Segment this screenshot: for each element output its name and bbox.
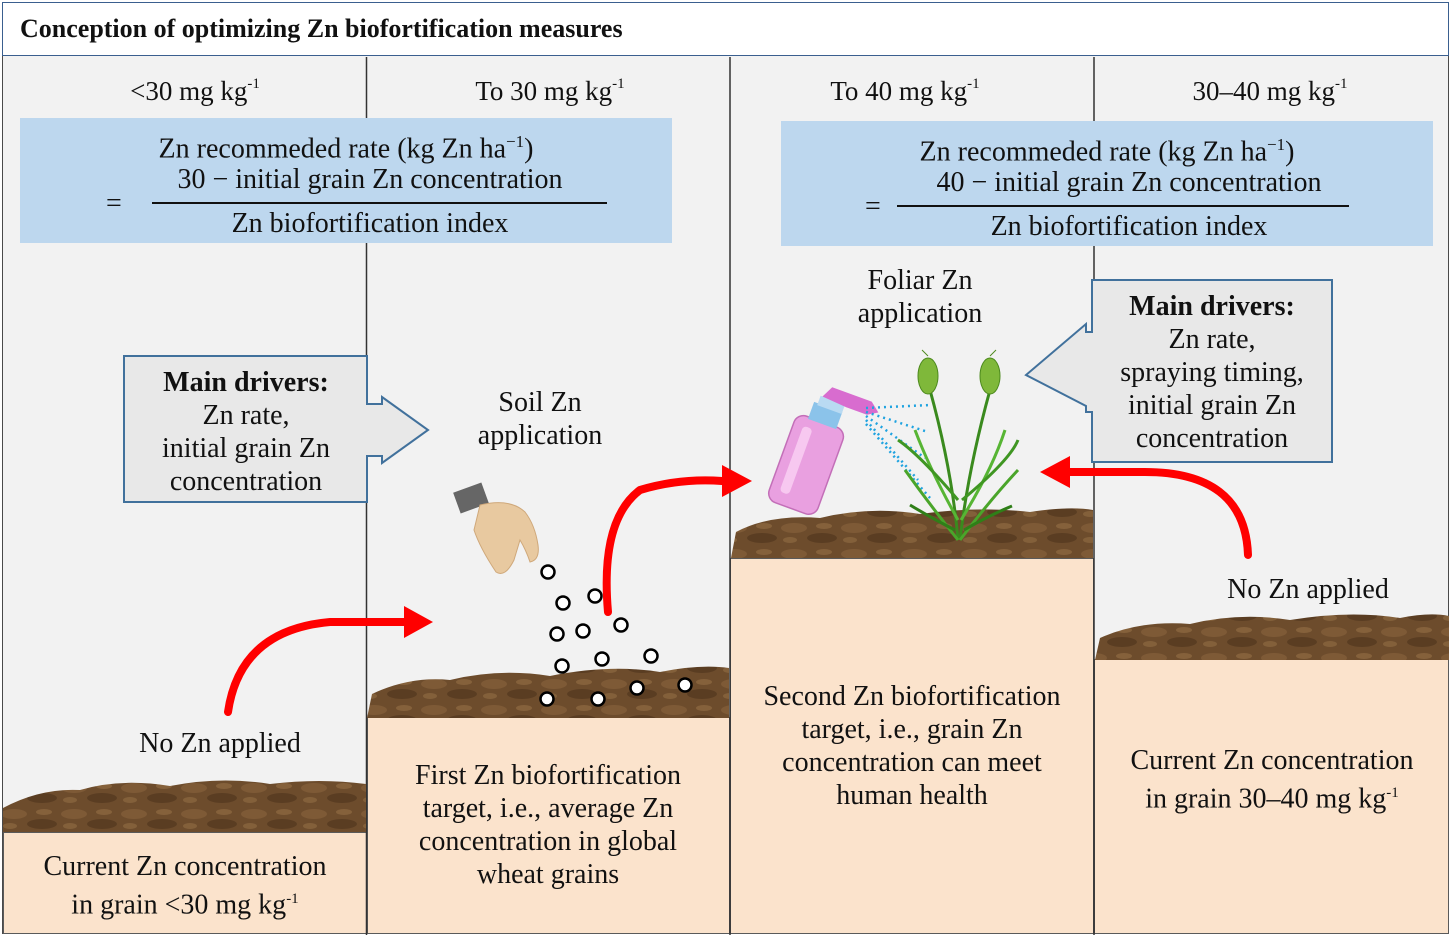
formula-left-line1: Zn recommeded rate (kg Zn ha−1): [158, 132, 534, 165]
drivers-right-text: Main drivers: Zn rate, spraying timing, …: [1094, 290, 1330, 455]
wheat-plant-icon: [897, 389, 1020, 541]
drivers-right-line3: initial grain Zn: [1128, 390, 1296, 421]
drivers-left-line2: initial grain Zn: [162, 433, 330, 464]
formula-left-denominator: Zn biofortification index: [231, 208, 509, 239]
drivers-callout-left: [123, 355, 430, 503]
formula-right-line1: Zn recommeded rate (kg Zn ha−1): [919, 135, 1295, 168]
zn-granules: [539, 564, 693, 707]
caption-col1: Current Zn concentration in grain <30 mg…: [43, 851, 327, 921]
formula-right-equals: =: [865, 191, 881, 222]
caption-col4: Current Zn concentration in grain 30–40 …: [1130, 745, 1414, 815]
step-col2: [367, 717, 730, 934]
spray-bottle-icon: [767, 387, 879, 516]
formula-right-fraction-bar: [897, 205, 1349, 207]
soil-col4: [1095, 614, 1449, 660]
drivers-right-heading: Main drivers:: [1129, 291, 1295, 322]
drivers-left-line1: Zn rate,: [202, 400, 290, 431]
no-zn-applied-right: No Zn applied: [1227, 574, 1389, 605]
step-col1: [3, 832, 367, 934]
drivers-left-line3: concentration: [169, 466, 323, 497]
formula-box-left: Zn recommeded rate (kg Zn ha−1) = 30 − i…: [20, 118, 672, 243]
drivers-right-line1: Zn rate,: [1168, 324, 1256, 355]
diagram-title: Conception of optimizing Zn biofortifica…: [20, 14, 623, 43]
drivers-right-line4: concentration: [1135, 423, 1289, 454]
formula-right-numerator: 40 − initial grain Zn concentration: [936, 167, 1322, 198]
drivers-left-text: Main drivers: Zn rate, initial grain Zn …: [126, 366, 366, 498]
caption-col2: First Zn biofortification target, i.e., …: [415, 760, 681, 890]
wheat-ears-icon: [917, 349, 1001, 395]
drivers-left-heading: Main drivers:: [163, 367, 329, 398]
soil-application-label: Soil Zn application: [477, 387, 603, 451]
column-label-1: <30 mg kg-1: [130, 76, 260, 106]
drivers-callout-right: [1024, 279, 1333, 463]
soil-col1: [3, 780, 366, 832]
drivers-right-line2: spraying timing,: [1120, 357, 1304, 388]
formula-left-fraction-bar: [152, 202, 607, 204]
step-col4: [1094, 659, 1449, 934]
no-zn-applied-left: No Zn applied: [139, 728, 301, 759]
column-label-4: 30–40 mg kg-1: [1192, 76, 1348, 106]
hand-icon: [453, 482, 539, 574]
red-arrows: [224, 467, 1252, 716]
caption-col3: Second Zn biofortification target, i.e.,…: [763, 681, 1061, 811]
formula-box-right: Zn recommeded rate (kg Zn ha−1) = 40 − i…: [781, 121, 1433, 246]
red-arrowheads: [404, 456, 1070, 638]
step-col3: [730, 558, 1094, 934]
column-label-3: To 40 mg kg-1: [830, 76, 980, 106]
formula-left-equals: =: [106, 188, 122, 219]
title-bar: [2, 2, 1449, 56]
foliar-application-label: Foliar Zn application: [857, 265, 983, 329]
formula-right-denominator: Zn biofortification index: [990, 211, 1268, 242]
soil-col3: [731, 508, 1093, 558]
formula-left-numerator: 30 − initial grain Zn concentration: [177, 164, 563, 195]
column-label-2: To 30 mg kg-1: [475, 76, 625, 106]
spray-mist: [865, 403, 931, 499]
